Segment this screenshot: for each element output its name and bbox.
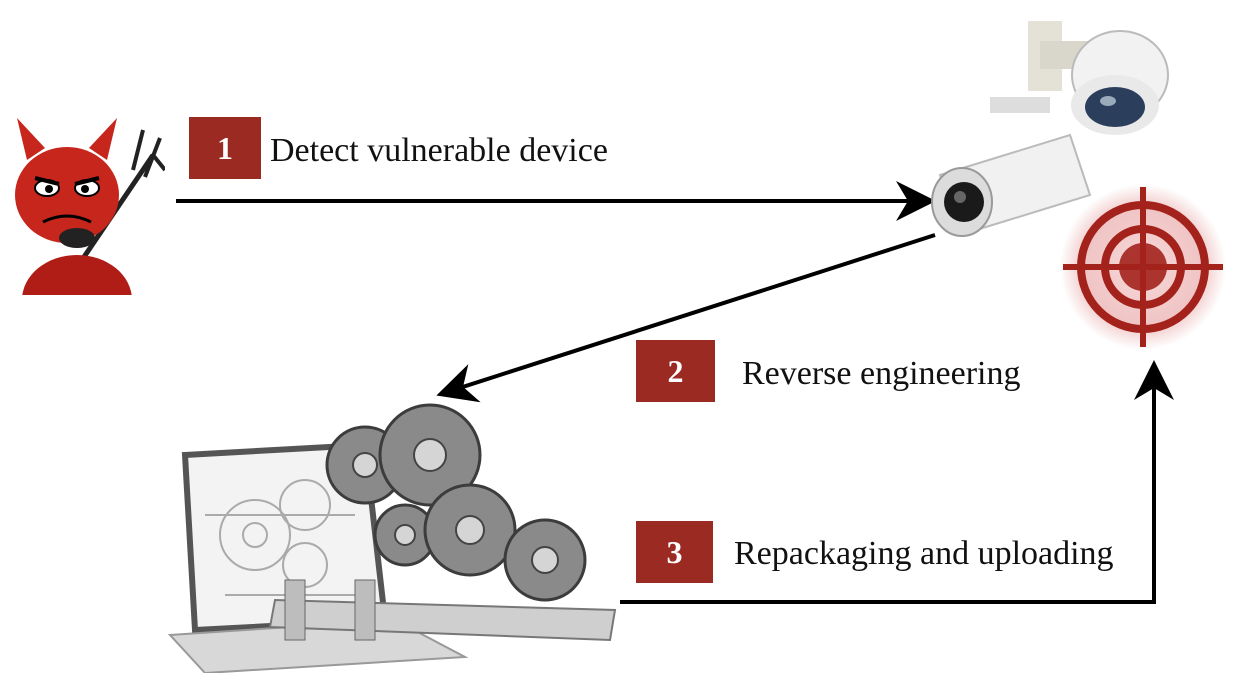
security-camera-icon bbox=[931, 21, 1169, 237]
laptop-gears-icon bbox=[167, 403, 617, 673]
step-3-badge: 3 bbox=[636, 521, 713, 583]
step-2-label: Reverse engineering bbox=[742, 355, 1021, 392]
step-1-badge: 1 bbox=[189, 117, 261, 179]
arrow-step-2 bbox=[436, 233, 936, 403]
crosshair-target-icon bbox=[1060, 184, 1226, 350]
step-2-badge: 2 bbox=[636, 340, 715, 402]
step-1-label: Detect vulnerable device bbox=[270, 132, 608, 169]
step-3-label: Repackaging and uploading bbox=[734, 535, 1114, 572]
arrow-step-3 bbox=[620, 360, 1174, 604]
devil-icon bbox=[15, 118, 165, 295]
